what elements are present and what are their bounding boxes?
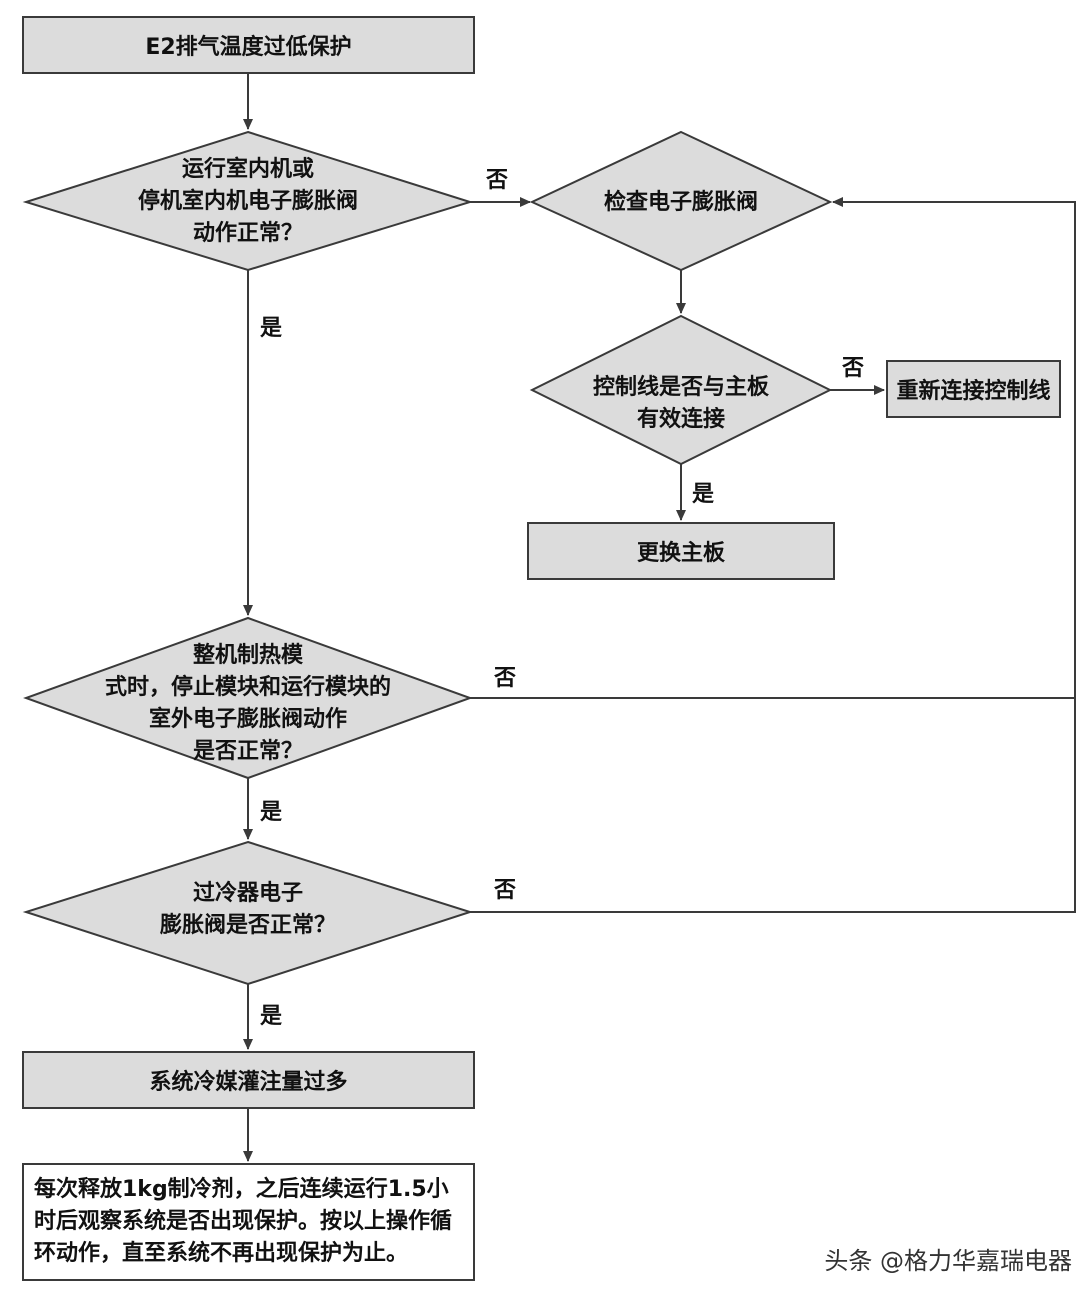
label-yes-d2: 是 [692, 482, 715, 507]
watermark-text: 头条 @格力华嘉瑞电器 [824, 1247, 1072, 1275]
edge-d3-no-loop [470, 202, 1076, 699]
final-instruction-text: 每次释放1kg制冷剂，之后连续运行1.5小时后观察系统是否出现保护。按以上操作循… [34, 1177, 453, 1266]
replace-board-text: 更换主板 [636, 541, 725, 566]
label-no-d4: 否 [494, 878, 517, 903]
label-no-d2: 否 [842, 356, 865, 381]
decision-d3-text: 整机制热模 式时，停止模块和运行模块的 室外电子膨胀阀动作 是否正常？ [104, 643, 391, 764]
reconnect-text: 重新连接控制线 [896, 379, 1051, 404]
decision-d2-text: 控制线是否与主板 有效连接 [592, 375, 769, 432]
decision-d1-text: 运行室内机或 停机室内机电子膨胀阀 动作正常？ [137, 157, 358, 246]
label-no-d3: 否 [494, 666, 517, 691]
excess-refrigerant-box: 系统冷媒灌注量过多 [22, 1051, 475, 1109]
start-box: E2排气温度过低保护 [22, 16, 475, 74]
label-yes-d3: 是 [260, 800, 283, 825]
label-no-d1: 否 [486, 168, 509, 193]
excess-refrigerant-text: 系统冷媒灌注量过多 [149, 1070, 348, 1095]
decision-d4-text: 过冷器电子 膨胀阀是否正常？ [159, 881, 336, 938]
start-text: E2排气温度过低保护 [145, 35, 352, 60]
replace-board-box: 更换主板 [527, 522, 835, 580]
label-yes-d4: 是 [260, 1004, 283, 1029]
label-yes-d1: 是 [260, 316, 283, 341]
final-instruction-box: 每次释放1kg制冷剂，之后连续运行1.5小时后观察系统是否出现保护。按以上操作循… [22, 1163, 475, 1281]
edge-d4-no-loop [470, 197, 1076, 913]
decision-check-text: 检查电子膨胀阀 [603, 190, 758, 215]
reconnect-box: 重新连接控制线 [886, 360, 1061, 418]
